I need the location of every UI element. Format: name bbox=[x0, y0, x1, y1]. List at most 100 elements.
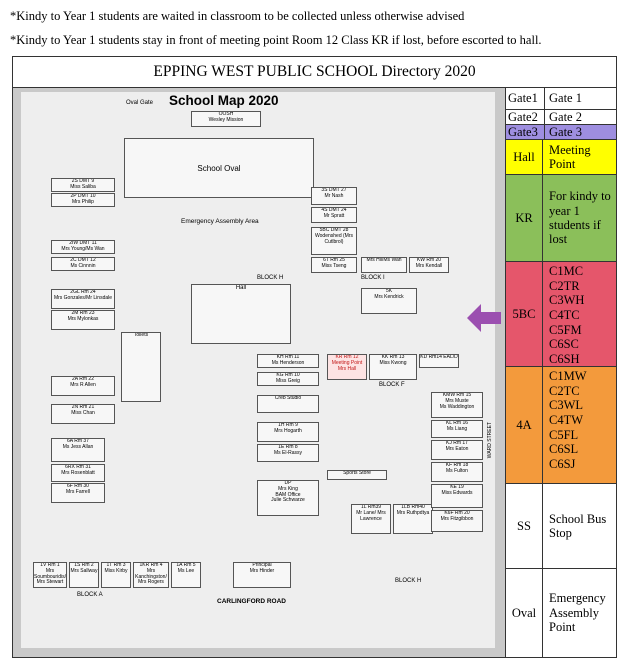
class-code: C2TR bbox=[549, 278, 580, 293]
legend-code: 4A bbox=[506, 367, 543, 483]
legend-row-hall: Hall Meeting Point bbox=[506, 140, 616, 175]
class-code: C4TC bbox=[549, 307, 580, 322]
legend-row-kr: KR For kindy to year 1 students if lost bbox=[506, 175, 616, 262]
class-code: C3WL bbox=[549, 398, 584, 413]
map-heading: School Map 2020 bbox=[169, 93, 279, 108]
legend-label: Emergency Assembly Point bbox=[549, 591, 606, 635]
note-kindy-lost: *Kindy to Year 1 students stay in front … bbox=[10, 33, 542, 47]
class-code: C2TC bbox=[549, 383, 580, 398]
oval-gate-label: Oval Gate bbox=[126, 100, 154, 106]
legend-row-gate1: Gate1 Gate 1 bbox=[506, 88, 616, 110]
legend-label: Gate 1 bbox=[549, 91, 582, 106]
legend-row-gate3: Gate3 Gate 3 bbox=[506, 125, 616, 140]
legend-code: 5BC bbox=[506, 262, 543, 366]
directory-title: EPPING WEST PUBLIC SCHOOL Directory 2020 bbox=[13, 57, 616, 88]
class-code: C1MC bbox=[549, 264, 584, 278]
class-code: C6SH bbox=[549, 351, 580, 366]
assembly-area-label: Emergency Assembly Area bbox=[181, 218, 259, 225]
class-code: C5FL bbox=[549, 427, 579, 442]
sports-store: Sports Store bbox=[327, 470, 387, 480]
class-code: C6SL bbox=[549, 442, 579, 457]
toilets-block: Toilets bbox=[121, 332, 161, 402]
legend-class-list: C1MW C2TC C3WL C4TW C5FL C6SL C6SJ bbox=[543, 367, 616, 483]
directory-table: EPPING WEST PUBLIC SCHOOL Directory 2020… bbox=[12, 56, 617, 658]
legend-code: Gate3 bbox=[506, 125, 545, 139]
legend-label: Gate 3 bbox=[549, 124, 582, 139]
legend-row-oval: Oval Emergency Assembly Point bbox=[506, 569, 616, 657]
room-hii-wan: Mrs Hii/Ms Wan bbox=[361, 257, 407, 273]
class-code: C4TW bbox=[549, 412, 584, 427]
hall-building: Hall bbox=[191, 284, 291, 344]
block-a-label: BLOCK A bbox=[77, 592, 103, 598]
carlingford-road-label: CARLINGFORD ROAD bbox=[217, 598, 286, 605]
class-code: C5FM bbox=[549, 322, 582, 337]
block-i-label: BLOCK I bbox=[361, 275, 385, 281]
legend-row-5bc: 5BC C1MC C2TR C3WH C4TC C5FM C6SC C6SH bbox=[506, 262, 616, 367]
block-f-label: BLOCK F bbox=[379, 382, 405, 388]
legend-code: Oval bbox=[506, 569, 543, 657]
legend-label: School Bus Stop bbox=[549, 511, 607, 540]
class-code: C6SC bbox=[549, 337, 579, 352]
class-code: C1MW bbox=[549, 369, 587, 383]
legend-code: Gate1 bbox=[506, 88, 545, 109]
room-kd: KD Rm14 EAL/D bbox=[419, 354, 459, 368]
ward-street-label: WARD STREET bbox=[487, 422, 493, 459]
legend-code: SS bbox=[506, 484, 543, 568]
creb-studio: Creb Studio bbox=[257, 395, 319, 413]
legend-table: Gate1 Gate 1 Gate2 Gate 2 Gate3 Gate 3 H… bbox=[506, 88, 616, 657]
legend-code: KR bbox=[506, 175, 543, 261]
class-code: C3WH bbox=[549, 293, 585, 308]
legend-code: Hall bbox=[506, 140, 543, 174]
school-oval: School Oval bbox=[124, 138, 314, 198]
note-kindy-waiting: *Kindy to Year 1 students are waited in … bbox=[10, 9, 465, 23]
legend-code: Gate2 bbox=[506, 110, 545, 124]
legend-row-4a: 4A C1MW C2TC C3WL C4TW C5FL C6SL C6SJ bbox=[506, 367, 616, 484]
gate3-arrow-icon bbox=[467, 304, 501, 332]
class-code: C6SJ bbox=[549, 456, 576, 471]
legend-row-gate2: Gate2 Gate 2 bbox=[506, 110, 616, 125]
legend-label: For kindy to year 1 students if lost bbox=[549, 189, 611, 247]
legend-label: Meeting Point bbox=[549, 142, 591, 171]
